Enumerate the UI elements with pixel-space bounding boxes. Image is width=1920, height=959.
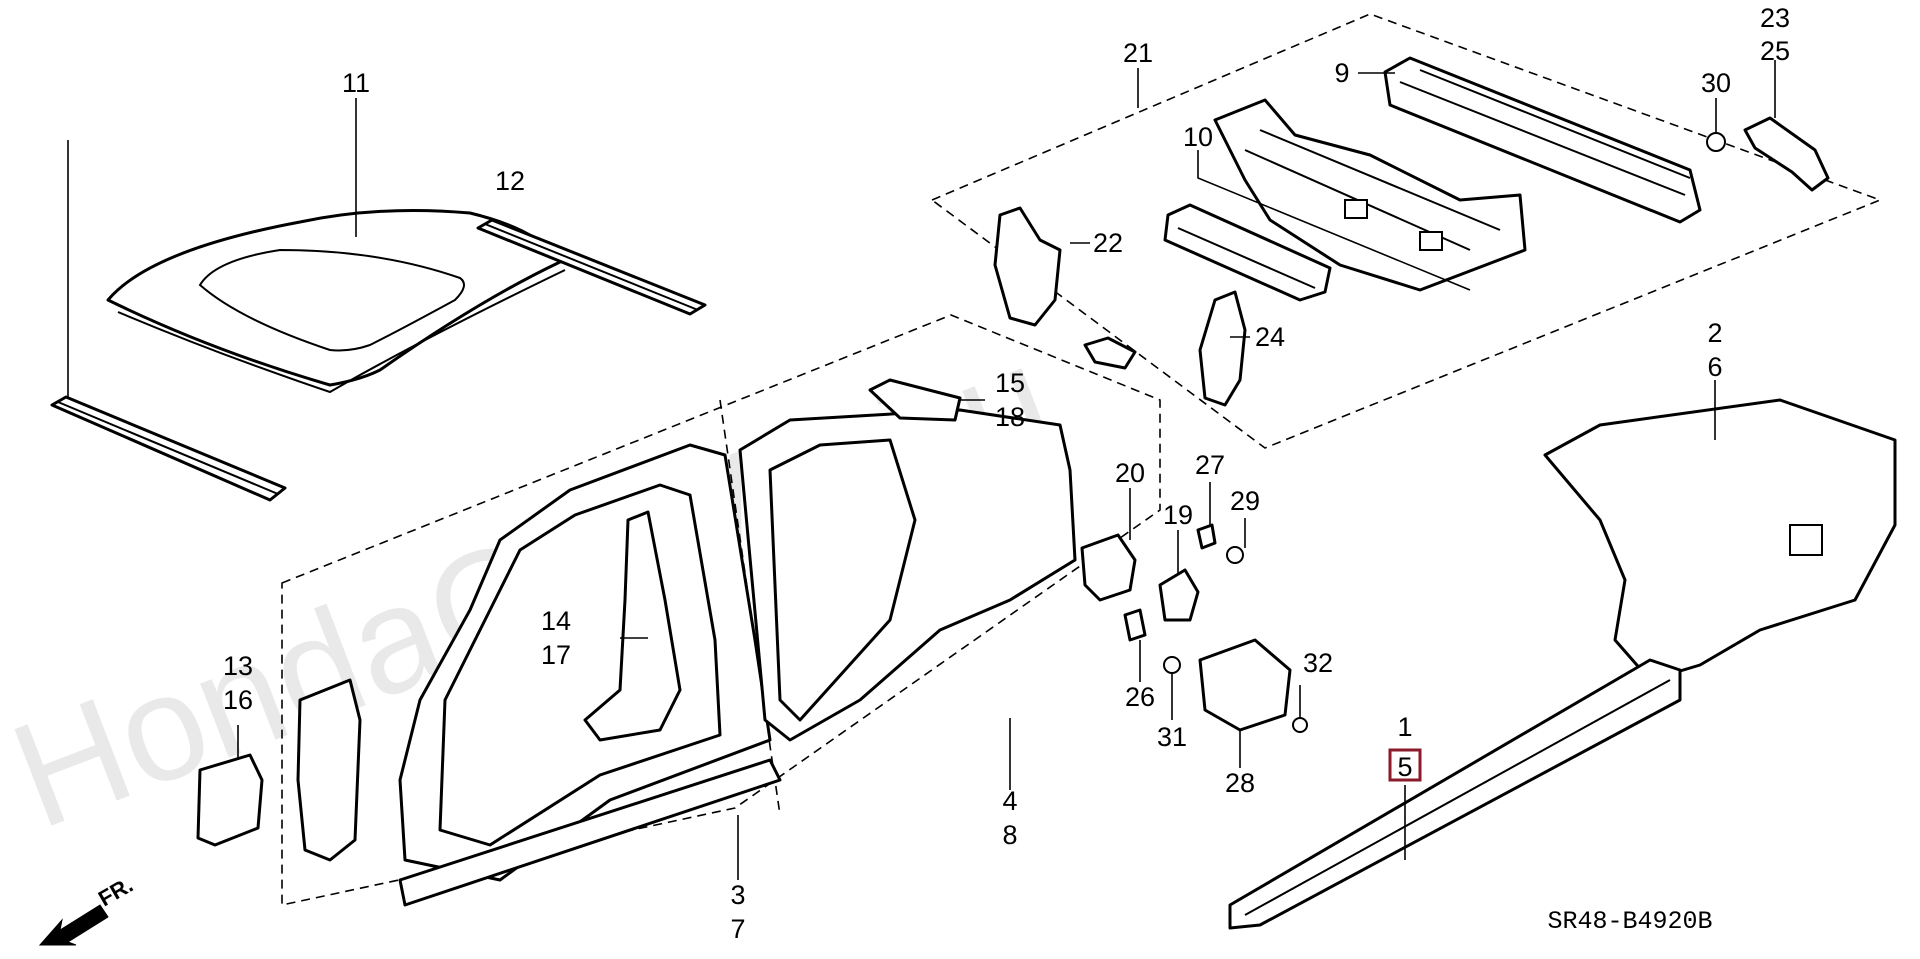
leader-10 bbox=[1197, 150, 1471, 291]
center-pillar-dashed-divider bbox=[719, 399, 781, 816]
diagram-code: SR48-B4920B bbox=[1547, 907, 1712, 936]
part-labels: 11 12 21 9 10 22 24 23 25 30 2 6 15 18 1… bbox=[223, 3, 1790, 944]
bolt-31[interactable] bbox=[1163, 656, 1181, 674]
outer-quarter-panel[interactable] bbox=[1543, 398, 1897, 682]
bracket-26[interactable] bbox=[1123, 608, 1147, 642]
label-24[interactable]: 24 bbox=[1255, 322, 1285, 352]
rear-bracket-22[interactable] bbox=[993, 206, 1062, 327]
roof-edge-line bbox=[117, 269, 566, 394]
label-1[interactable]: 1 bbox=[1397, 712, 1412, 742]
highlight-box-5 bbox=[1388, 748, 1422, 782]
rear-upper-rail-detail bbox=[1399, 69, 1691, 196]
label-22[interactable]: 22 bbox=[1093, 228, 1123, 258]
rear-bracket-24[interactable] bbox=[1198, 290, 1247, 407]
front-direction-indicator: FR. bbox=[38, 872, 137, 946]
rear-lower-panel[interactable] bbox=[1213, 98, 1527, 292]
label-10[interactable]: 10 bbox=[1183, 122, 1213, 152]
fuel-box-28[interactable] bbox=[1198, 638, 1292, 732]
label-16[interactable]: 16 bbox=[223, 685, 253, 715]
fuel-lid-19[interactable] bbox=[1158, 568, 1200, 622]
label-27[interactable]: 27 bbox=[1195, 450, 1225, 480]
label-29[interactable]: 29 bbox=[1230, 486, 1260, 516]
label-12[interactable]: 12 bbox=[495, 166, 525, 196]
side-panel-group bbox=[196, 314, 1161, 907]
upper-bracket-15[interactable] bbox=[868, 378, 962, 422]
side-sill-inner[interactable] bbox=[398, 758, 782, 907]
label-32[interactable]: 32 bbox=[1303, 648, 1333, 678]
label-25[interactable]: 25 bbox=[1760, 36, 1790, 66]
label-15[interactable]: 15 bbox=[995, 368, 1025, 398]
rear-door-opening bbox=[768, 438, 917, 722]
outer-side-sill[interactable] bbox=[1228, 658, 1682, 930]
lid-clip-27[interactable] bbox=[1196, 523, 1217, 550]
label-13[interactable]: 13 bbox=[223, 651, 253, 681]
label-17[interactable]: 17 bbox=[541, 640, 571, 670]
label-20[interactable]: 20 bbox=[1115, 458, 1145, 488]
roof-rail-front-line bbox=[57, 401, 279, 495]
label-23[interactable]: 23 bbox=[1760, 3, 1790, 33]
front-arrow-icon bbox=[38, 904, 109, 946]
label-19[interactable]: 19 bbox=[1163, 500, 1193, 530]
label-11[interactable]: 11 bbox=[342, 68, 370, 98]
label-4[interactable]: 4 bbox=[1002, 786, 1017, 816]
label-14[interactable]: 14 bbox=[541, 606, 571, 636]
rear-panel-hole-b bbox=[1419, 231, 1443, 251]
label-26[interactable]: 26 bbox=[1125, 682, 1155, 712]
roof-rail-rear-line bbox=[484, 223, 699, 311]
label-18[interactable]: 18 bbox=[995, 402, 1025, 432]
leader-lines bbox=[67, 60, 1776, 880]
label-7[interactable]: 7 bbox=[730, 914, 745, 944]
label-5[interactable]: 5 bbox=[1397, 752, 1412, 782]
label-28[interactable]: 28 bbox=[1225, 768, 1255, 798]
front-bracket-13[interactable] bbox=[196, 753, 264, 847]
label-30[interactable]: 30 bbox=[1701, 68, 1731, 98]
sunroof-opening bbox=[198, 248, 465, 352]
bolt-29[interactable] bbox=[1226, 546, 1244, 564]
group-3-boundary bbox=[281, 314, 1161, 906]
bolt-32[interactable] bbox=[1292, 717, 1308, 733]
label-21[interactable]: 21 bbox=[1123, 38, 1153, 68]
label-9[interactable]: 9 bbox=[1334, 58, 1349, 88]
rear-panel-group bbox=[930, 13, 1883, 449]
label-6[interactable]: 6 bbox=[1707, 352, 1722, 382]
trunk-handle[interactable] bbox=[1743, 116, 1830, 192]
rear-clip[interactable] bbox=[1083, 336, 1137, 370]
rear-panel-hole-a bbox=[1344, 199, 1368, 219]
roof-panel-group bbox=[50, 208, 707, 502]
a-pillar-bracket[interactable] bbox=[296, 678, 362, 862]
label-3[interactable]: 3 bbox=[730, 880, 745, 910]
fuel-lid-housing-20[interactable] bbox=[1080, 533, 1137, 602]
label-2[interactable]: 2 bbox=[1707, 318, 1722, 348]
group-21-boundary bbox=[930, 13, 1883, 449]
outer-side-sill-detail bbox=[1244, 679, 1671, 916]
rear-upper-rail[interactable] bbox=[1383, 56, 1702, 224]
center-pillar-inner[interactable] bbox=[583, 510, 682, 742]
nut-30[interactable] bbox=[1706, 132, 1726, 152]
rear-inner-panel-detail bbox=[1177, 227, 1316, 289]
roof-panel[interactable] bbox=[106, 208, 562, 387]
label-31[interactable]: 31 bbox=[1157, 722, 1187, 752]
label-8[interactable]: 8 bbox=[1002, 820, 1017, 850]
outer-quarter-fuel-door bbox=[1789, 524, 1823, 556]
